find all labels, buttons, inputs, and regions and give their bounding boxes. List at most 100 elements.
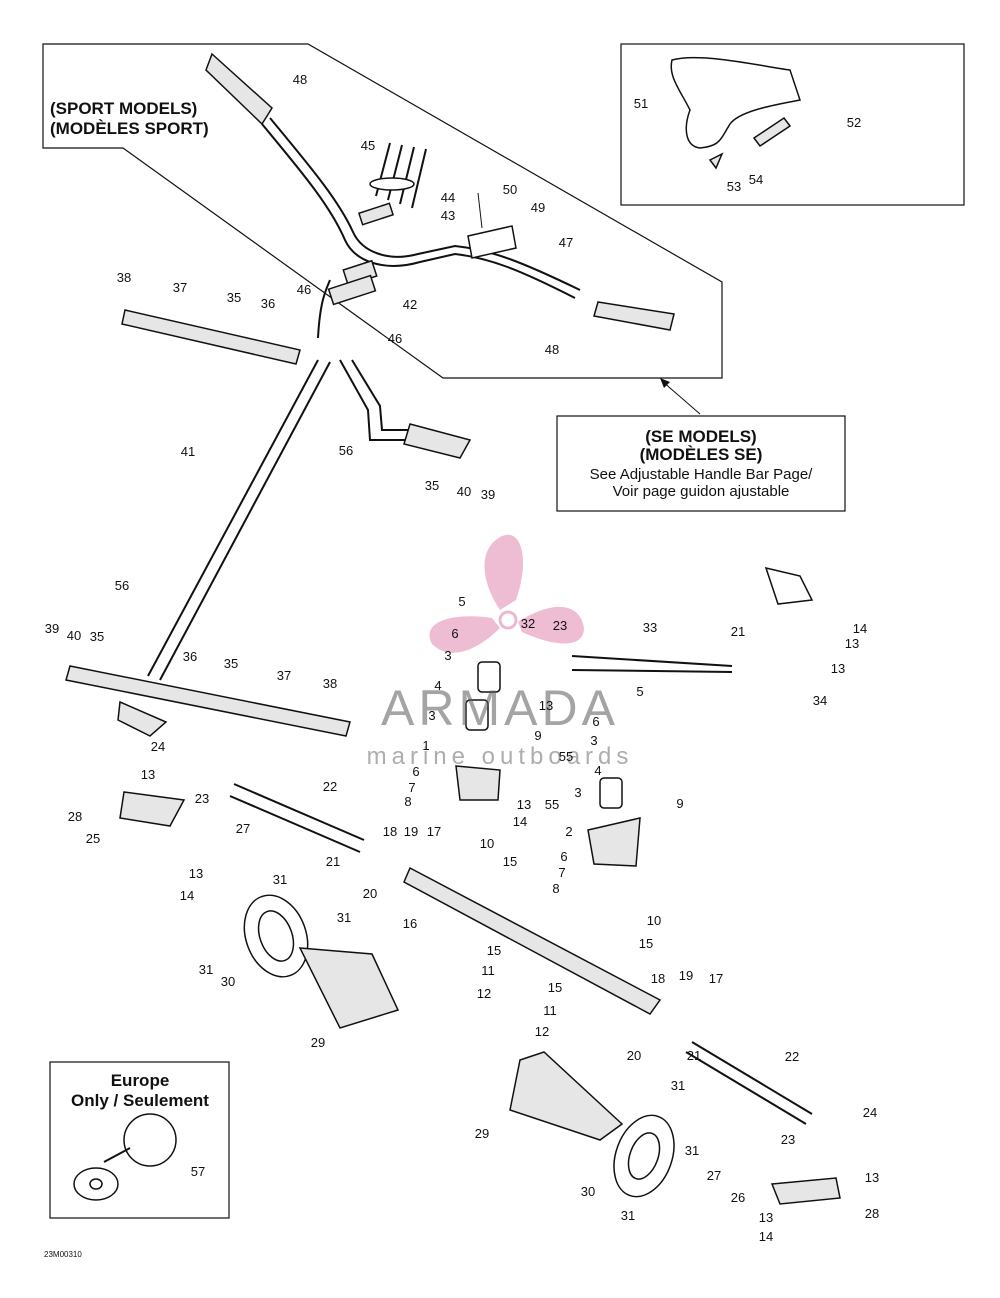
callout-31: 31 (199, 962, 213, 977)
callout-13: 13 (831, 661, 845, 676)
callout-28: 28 (865, 1206, 879, 1221)
callout-9: 9 (676, 796, 683, 811)
callout-21: 21 (731, 624, 745, 639)
callout-52: 52 (847, 115, 861, 130)
callout-57: 57 (191, 1164, 205, 1179)
callout-29: 29 (475, 1126, 489, 1141)
callout-44: 44 (441, 190, 455, 205)
callout-55: 55 (545, 797, 559, 812)
callout-21: 21 (326, 854, 340, 869)
steering-boots (243, 894, 675, 1198)
watermark-subtitle: marine outboards (367, 743, 634, 770)
callout-21: 21 (687, 1048, 701, 1063)
horn-bulb-inset (73, 1113, 177, 1201)
callout-35: 35 (227, 290, 241, 305)
se-models-label-fr: (MODÈLES SE) (640, 445, 763, 464)
europe-label: Europe (111, 1071, 170, 1090)
callout-13: 13 (539, 698, 553, 713)
callout-10: 10 (480, 836, 494, 851)
callout-6: 6 (592, 714, 599, 729)
callout-25: 25 (86, 831, 100, 846)
callout-29: 29 (311, 1035, 325, 1050)
callout-13: 13 (517, 797, 531, 812)
callout-20: 20 (363, 886, 377, 901)
callout-48: 48 (293, 72, 307, 87)
se-models-note: See Adjustable Handle Bar Page/ (590, 466, 813, 483)
callout-28: 28 (68, 809, 82, 824)
callout-23: 23 (553, 618, 567, 633)
steering-column (65, 279, 472, 737)
callout-48: 48 (545, 342, 559, 357)
callout-42: 42 (403, 297, 417, 312)
callout-9: 9 (534, 728, 541, 743)
callout-56: 56 (115, 578, 129, 593)
callout-37: 37 (173, 280, 187, 295)
callout-35: 35 (425, 478, 439, 493)
sport-models-outline (42, 43, 723, 379)
callout-38: 38 (117, 270, 131, 285)
callout-15: 15 (503, 854, 517, 869)
callout-4: 4 (594, 763, 601, 778)
callout-51: 51 (634, 96, 648, 111)
callout-7: 7 (558, 865, 565, 880)
callout-24: 24 (863, 1105, 877, 1120)
callout-13: 13 (759, 1210, 773, 1225)
europe-frame (49, 1061, 230, 1219)
callout-5: 5 (636, 684, 643, 699)
callout-12: 12 (477, 986, 491, 1001)
callout-6: 6 (451, 626, 458, 641)
callout-47: 47 (559, 235, 573, 250)
callout-37: 37 (277, 668, 291, 683)
callout-36: 36 (261, 296, 275, 311)
callout-13: 13 (865, 1170, 879, 1185)
callout-18: 18 (651, 971, 665, 986)
callout-10: 10 (647, 913, 661, 928)
callout-15: 15 (639, 936, 653, 951)
callout-22: 22 (323, 779, 337, 794)
callout-33: 33 (643, 620, 657, 635)
callout-2: 2 (565, 824, 572, 839)
callout-24: 24 (151, 739, 165, 754)
propeller-logo (429, 534, 584, 653)
callout-17: 17 (427, 824, 441, 839)
se-models-label: (SE MODELS) (645, 427, 756, 446)
sport-models-label: (SPORT MODELS) (50, 99, 197, 118)
armada-watermark: ARMADA marine outboards (367, 534, 634, 770)
callout-3: 3 (428, 708, 435, 723)
callout-13: 13 (189, 866, 203, 881)
callout-49: 49 (531, 200, 545, 215)
callout-6: 6 (412, 764, 419, 779)
callout-16: 16 (403, 916, 417, 931)
callout-54: 54 (749, 172, 763, 187)
callout-4: 4 (434, 678, 441, 693)
callout-39: 39 (481, 487, 495, 502)
callout-3: 3 (574, 785, 581, 800)
callout-13: 13 (141, 767, 155, 782)
callout-31: 31 (621, 1208, 635, 1223)
reference-code: 23M00310 (44, 1250, 82, 1259)
callout-11: 11 (481, 963, 495, 978)
sport-models-label-fr: (MODÈLES SPORT) (50, 119, 209, 138)
callout-20: 20 (627, 1048, 641, 1063)
callout-13: 13 (845, 636, 859, 651)
callout-45: 45 (361, 138, 375, 153)
callout-36: 36 (183, 649, 197, 664)
callout-23: 23 (781, 1132, 795, 1147)
callout-30: 30 (221, 974, 235, 989)
callout-34: 34 (813, 693, 827, 708)
se-models-pointer (661, 380, 701, 415)
callout-7: 7 (408, 780, 415, 795)
callout-22: 22 (785, 1049, 799, 1064)
callout-8: 8 (552, 881, 559, 896)
callout-30: 30 (581, 1184, 595, 1199)
callout-11: 11 (543, 1003, 557, 1018)
callout-19: 19 (404, 824, 418, 839)
callout-53: 53 (727, 179, 741, 194)
callout-17: 17 (709, 971, 723, 986)
callout-39: 39 (45, 621, 59, 636)
callout-40: 40 (457, 484, 471, 499)
callout-27: 27 (236, 821, 250, 836)
grip-cover-inset (670, 56, 801, 170)
